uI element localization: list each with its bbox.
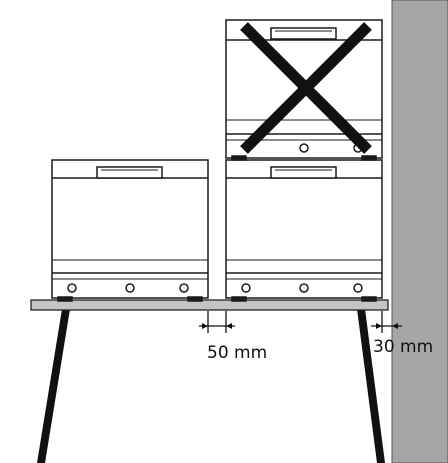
left-appliance-knob bbox=[179, 283, 189, 293]
right-lower-appliance-knob bbox=[299, 283, 309, 293]
left-appliance-knob bbox=[67, 283, 77, 293]
left-appliance bbox=[51, 159, 209, 302]
left-appliance-knob bbox=[125, 283, 135, 293]
right-lower-appliance-knob bbox=[353, 283, 363, 293]
wall bbox=[391, 0, 448, 463]
gap-label-50: 50 mm bbox=[207, 343, 267, 363]
x-mark-icon bbox=[240, 22, 372, 154]
stacked-appliance-handle bbox=[270, 27, 337, 40]
gap-label-30: 30 mm bbox=[373, 337, 433, 357]
stacked-appliance-knob bbox=[299, 143, 309, 153]
table-top bbox=[30, 299, 389, 311]
gap-dimension-50 bbox=[199, 311, 235, 333]
right-lower-appliance-knob bbox=[241, 283, 251, 293]
table-legs bbox=[37, 309, 385, 463]
right-lower-appliance-handle bbox=[270, 166, 337, 179]
left-appliance-handle bbox=[96, 166, 163, 179]
right-lower-appliance bbox=[225, 159, 383, 302]
gap-dimension-30 bbox=[371, 311, 402, 333]
